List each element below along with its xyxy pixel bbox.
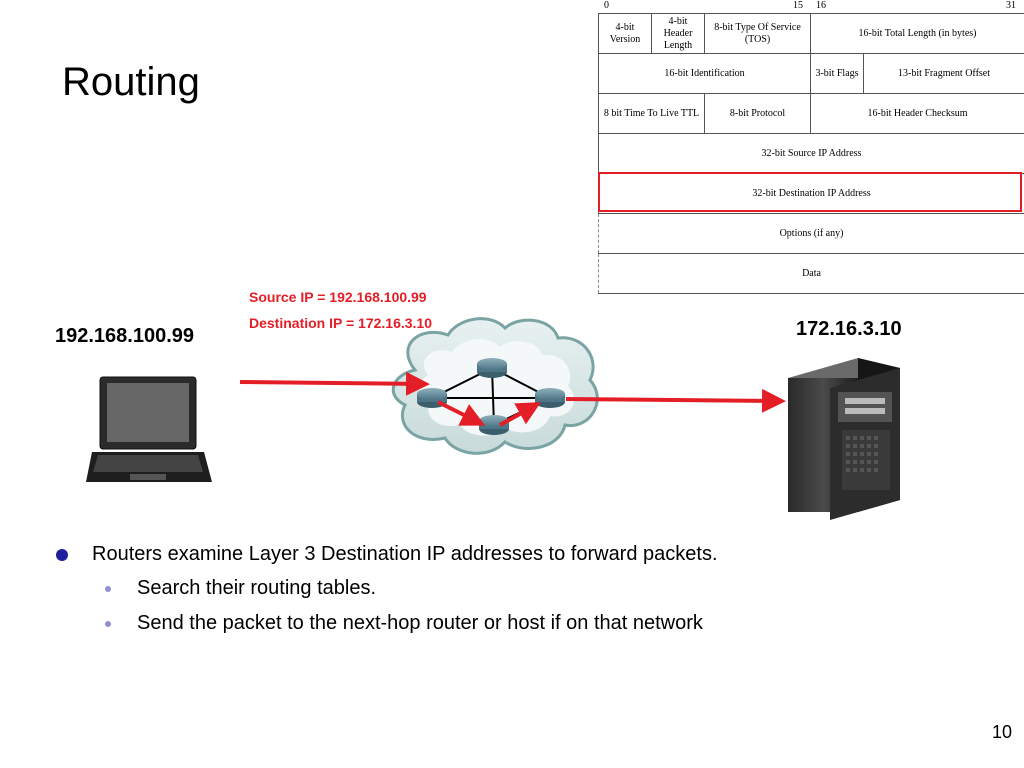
router-icon (479, 415, 509, 435)
destination-ip-field: 32-bit Destination IP Address (597, 173, 1024, 214)
options-field: Options (if any) (597, 213, 1024, 254)
packet-path (239, 371, 786, 427)
sub-bullet-text: Send the packet to the next-hop router o… (137, 612, 703, 634)
protocol-field: 8-bit Protocol (704, 93, 811, 134)
ip-header-row-4: 32-bit Source IP Address (597, 133, 1024, 174)
total-length-field: 16-bit Total Length (in bytes) (809, 13, 1024, 54)
packet-destination-ip: Destination IP = 172.16.3.10 (249, 315, 433, 331)
ip-header-row-6: Options (if any) (597, 213, 1024, 254)
bit-label-15: 15 (793, 0, 803, 11)
ip-header-row-2: 16-bit Identification 3-bit Flags 13-bit… (598, 53, 1024, 94)
checksum-field: 16-bit Header Checksum (809, 93, 1024, 134)
bit-label-0: 0 (604, 0, 609, 11)
ip-header-table: 4-bit Version 4-bit Header Length 8-bit … (597, 13, 1024, 294)
source-host-ip-label: 192.168.100.99 (55, 325, 195, 347)
slide-title: Routing (62, 60, 200, 104)
sub-bullet-dot-icon (105, 586, 111, 592)
source-ip-field: 32-bit Source IP Address (597, 133, 1024, 174)
ip-header-row-7: Data (597, 253, 1024, 294)
sub-bullet-text: Search their routing tables. (137, 577, 377, 599)
laptop-icon (86, 376, 212, 482)
tos-field: 8-bit Type Of Service (TOS) (704, 13, 811, 54)
ip-header-bit-labels: 0 15 16 31 (598, 0, 1024, 13)
data-field: Data (597, 253, 1024, 294)
identification-field: 16-bit Identification (598, 53, 811, 94)
ip-header-row-3: 8 bit Time To Live TTL 8-bit Protocol 16… (598, 93, 1024, 134)
router-icon (477, 358, 507, 378)
ip-header-row-5: 32-bit Destination IP Address (597, 173, 1024, 214)
server-icon (788, 358, 900, 520)
bit-label-31: 31 (1006, 0, 1016, 11)
bit-label-16: 16 (816, 0, 826, 11)
sub-bullet-dot-icon (105, 621, 111, 627)
flags-field: 3-bit Flags (810, 53, 864, 94)
router-icon (535, 388, 565, 408)
packet-source-ip: Source IP = 192.168.100.99 (249, 289, 427, 305)
destination-host-ip-label: 172.16.3.10 (796, 318, 902, 340)
ip-header-row-1: 4-bit Version 4-bit Header Length 8-bit … (598, 13, 1024, 54)
bullet-text: Routers examine Layer 3 Destination IP a… (92, 543, 718, 565)
fragment-offset-field: 13-bit Fragment Offset (862, 53, 1024, 94)
bullet-dot-icon (56, 549, 68, 561)
page-number: 10 (991, 722, 1012, 742)
